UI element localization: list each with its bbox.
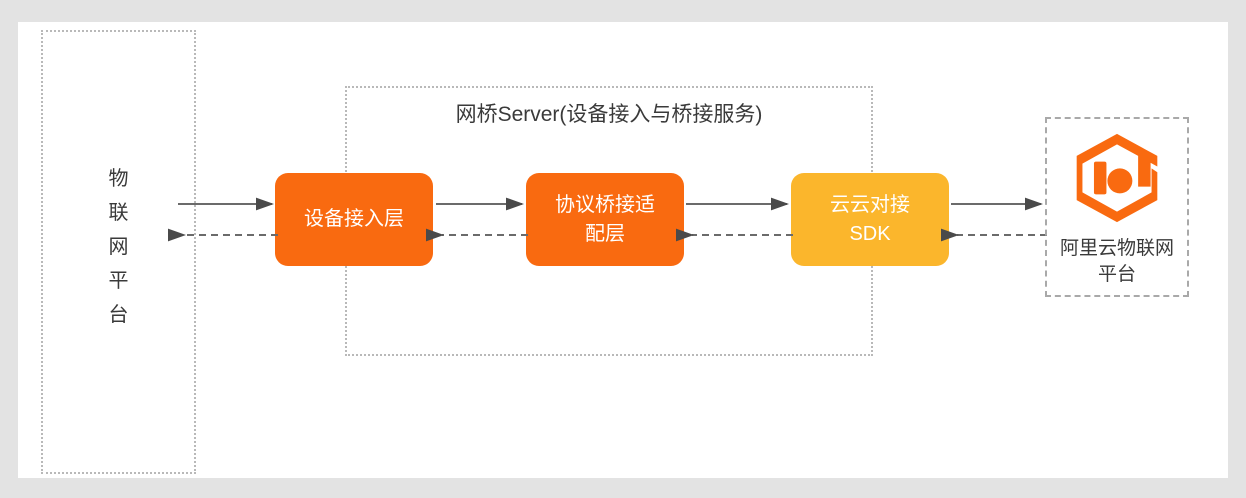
node-protocol-bridge[interactable]: 协议桥接适 配层 <box>526 173 684 266</box>
connector-platform-to-device-access <box>168 197 278 242</box>
alibaba-cloud-iot-logo-icon <box>1076 133 1158 223</box>
iot-platform-group <box>41 30 196 474</box>
node-device-access-line-1: 设备接入层 <box>304 208 404 230</box>
alicloud-iot-platform-label: 阿里云物联网 平台 <box>1045 236 1189 288</box>
iot-platform-label-char-2: 联 <box>108 202 129 224</box>
node-cloud-sdk-label: 云云对接 SDK <box>830 191 910 249</box>
connector-protocol-bridge-to-cloud-sdk <box>676 197 793 242</box>
node-device-access[interactable]: 设备接入层 <box>275 173 433 266</box>
node-protocol-bridge-line-1: 协议桥接适 <box>555 193 655 216</box>
diagram-canvas: 物 联 网 平 台 网桥Server(设备接入与桥接服务) 设备接入层 协议桥接… <box>18 22 1228 478</box>
connector-cloud-sdk-to-alicloud <box>941 197 1047 242</box>
iot-platform-label-char-4: 平 <box>108 270 129 292</box>
node-protocol-bridge-label: 协议桥接适 配层 <box>555 191 655 249</box>
iot-platform-label-char-3: 网 <box>108 236 129 258</box>
node-cloud-sdk-line-1: 云云对接 <box>830 193 910 216</box>
bridge-server-title: 网桥Server(设备接入与桥接服务) <box>455 103 763 126</box>
alicloud-iot-platform-group <box>1045 117 1189 297</box>
iot-platform-label-char-1: 物 <box>108 168 129 190</box>
node-protocol-bridge-line-2: 配层 <box>585 222 625 245</box>
connector-device-access-to-protocol-bridge <box>426 197 528 242</box>
iot-platform-label-char-5: 台 <box>108 304 129 326</box>
node-cloud-sdk[interactable]: 云云对接 SDK <box>791 173 949 266</box>
alicloud-label-line-1: 阿里云物联网 <box>1059 238 1174 259</box>
alicloud-label-line-2: 平台 <box>1097 264 1136 285</box>
iot-platform-label: 物 联 网 平 台 <box>41 162 196 332</box>
node-cloud-sdk-line-2: SDK <box>849 222 891 245</box>
node-device-access-label: 设备接入层 <box>304 205 404 234</box>
